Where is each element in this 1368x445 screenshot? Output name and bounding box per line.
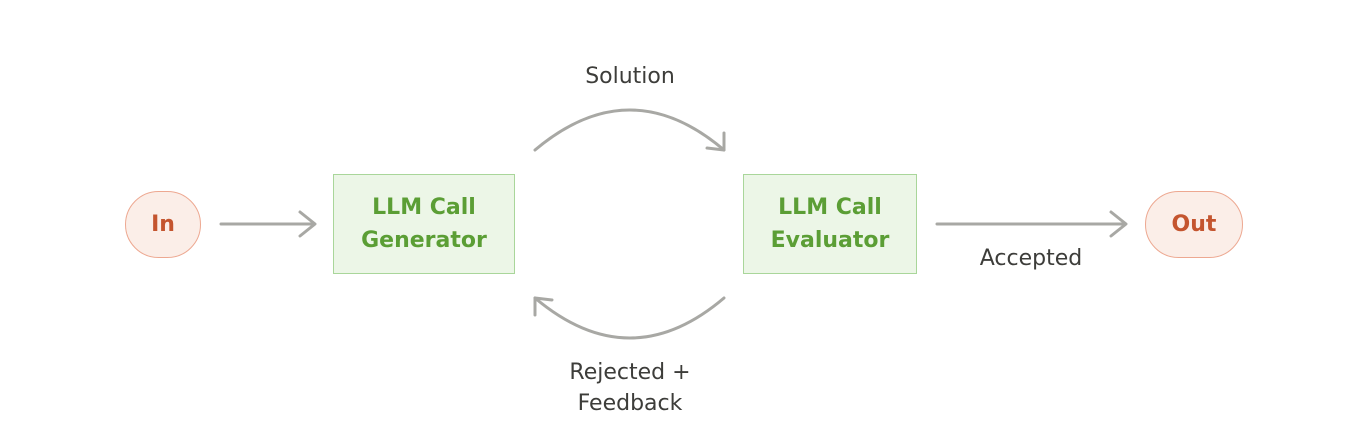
llm-call-generator-node: LLM Call Generator: [333, 174, 515, 274]
solution-label: Solution: [585, 64, 675, 89]
rejected-feedback-label: Rejected + Feedback: [530, 357, 730, 419]
output-node: Out: [1145, 191, 1243, 258]
rejected-label-line2: Feedback: [577, 391, 683, 416]
arrow-accepted: [935, 210, 1128, 238]
arrow-rejected-feedback: [533, 296, 726, 340]
evaluator-label-line1: LLM Call: [778, 195, 882, 220]
arrow-in-to-generator: [219, 210, 317, 238]
evaluator-label-line2: Evaluator: [770, 228, 890, 253]
generator-label-line2: Generator: [361, 228, 487, 253]
output-node-label: Out: [1171, 212, 1217, 237]
llm-call-evaluator-node: LLM Call Evaluator: [743, 174, 917, 274]
arrow-solution: [533, 108, 726, 152]
rejected-label-line1: Rejected +: [569, 360, 691, 385]
input-node-label: In: [151, 212, 175, 237]
accepted-label: Accepted: [979, 246, 1083, 271]
input-node: In: [125, 191, 201, 258]
generator-label-line1: LLM Call: [372, 195, 476, 220]
